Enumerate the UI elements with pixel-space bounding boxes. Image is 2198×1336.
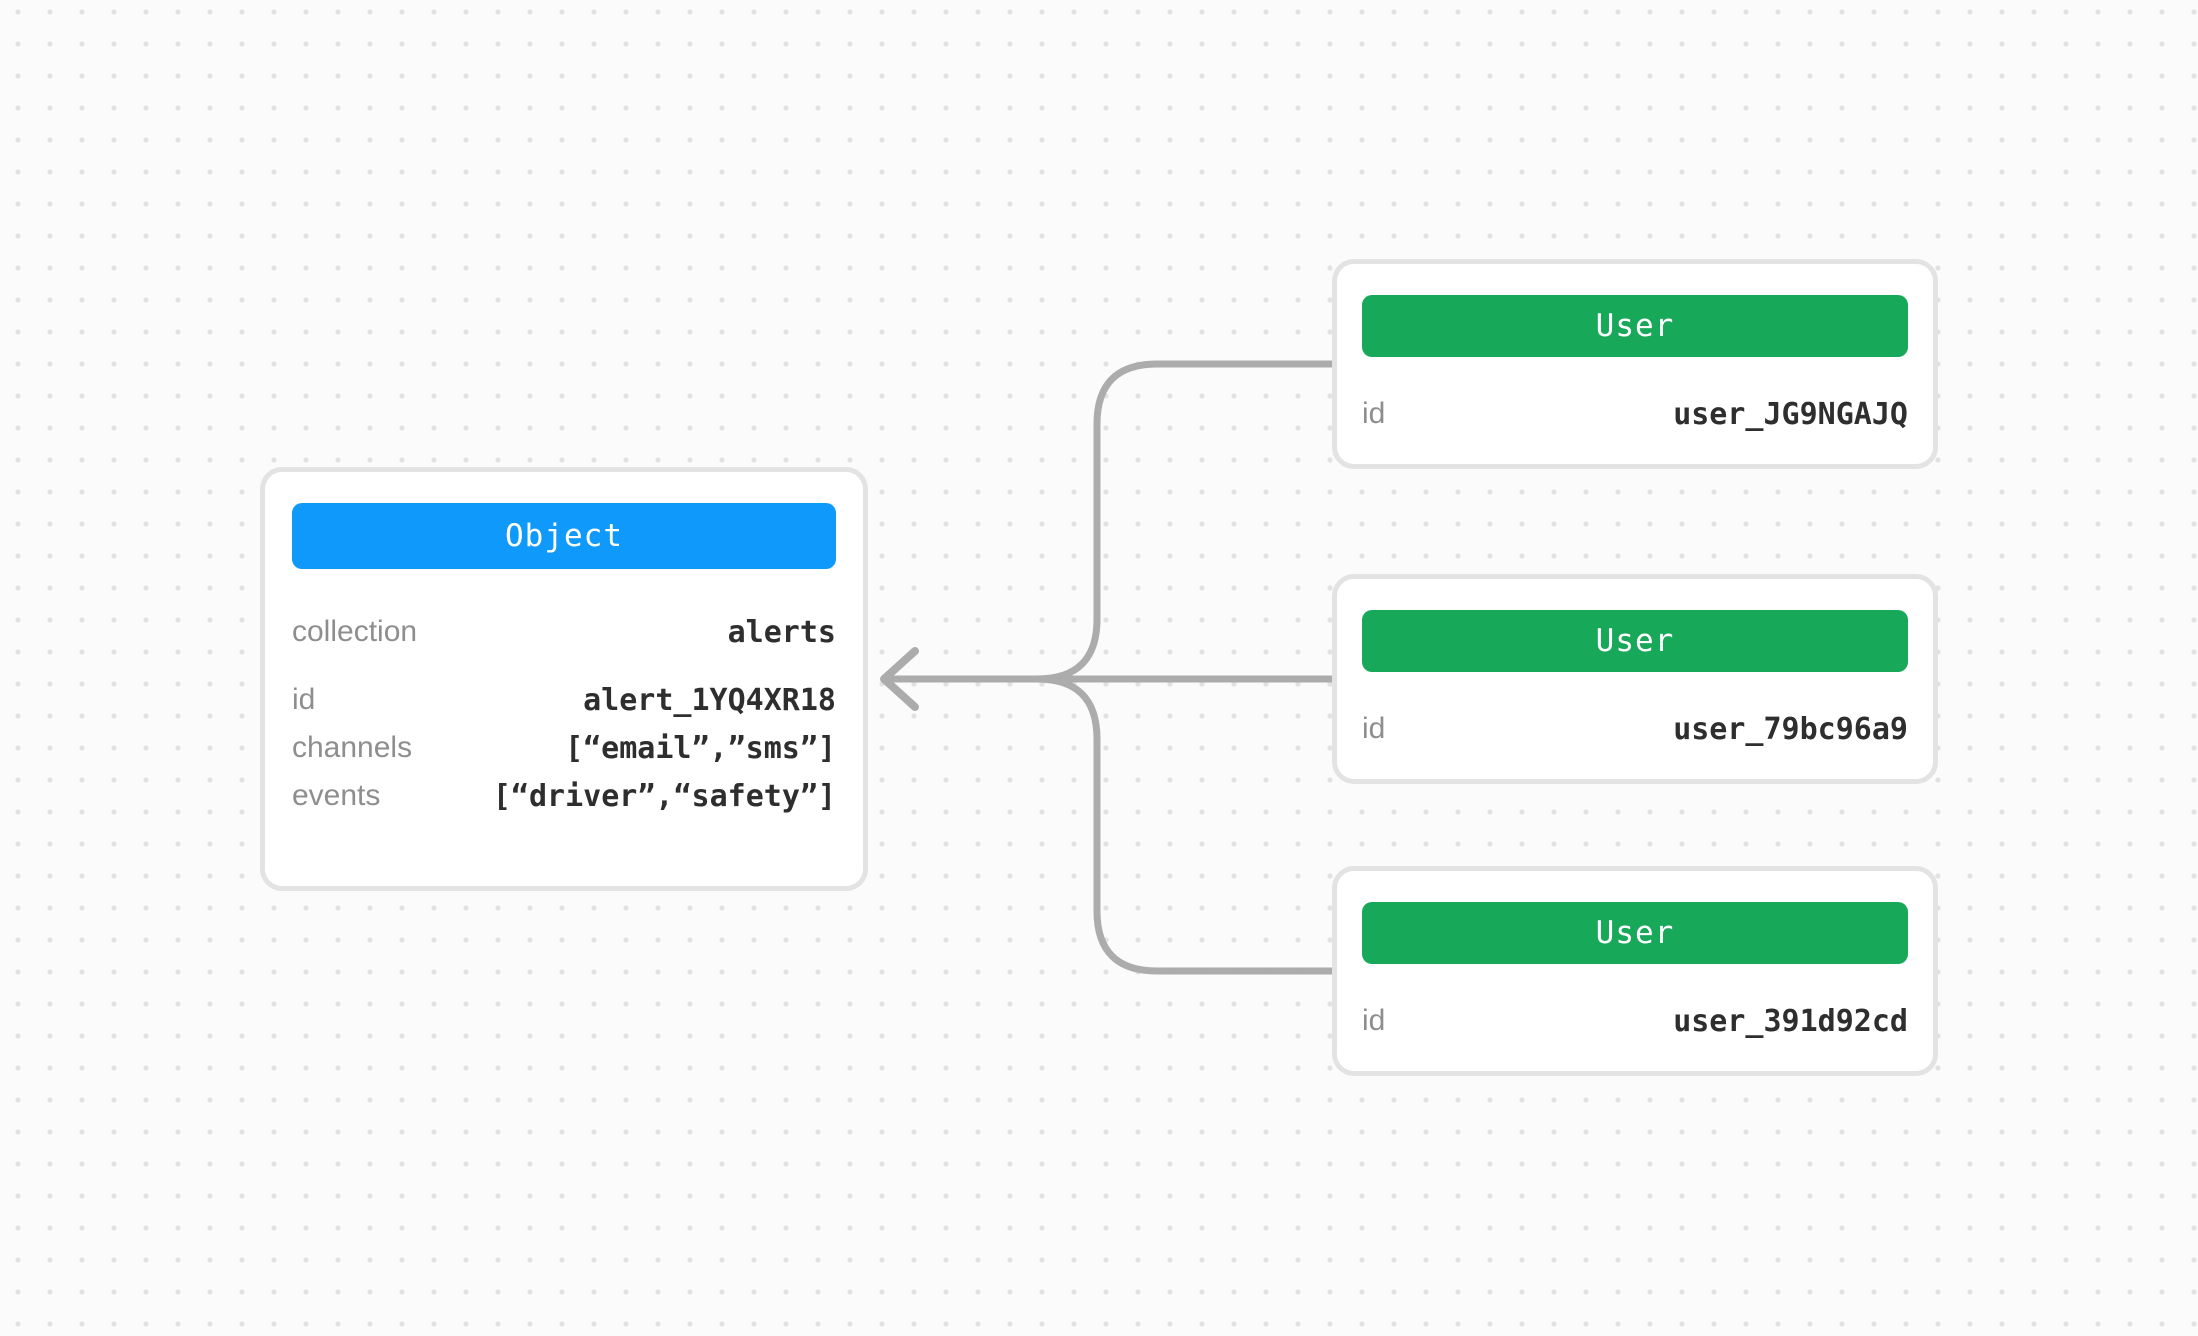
field-row-id: id user_79bc96a9 — [1362, 709, 1908, 749]
field-label-events: events — [292, 779, 381, 812]
user-node-2-title: User — [1595, 623, 1675, 659]
field-value-id: user_79bc96a9 — [1673, 711, 1908, 747]
field-row-id: id user_JG9NGAJQ — [1362, 394, 1908, 434]
field-label-collection: collection — [292, 615, 418, 648]
field-label-id: id — [1362, 712, 1386, 745]
edge-user1-to-object — [1033, 360, 1340, 683]
field-value-id: user_JG9NGAJQ — [1673, 396, 1908, 432]
field-value-channels: [“email”,”sms”] — [565, 730, 836, 766]
field-value-id: user_391d92cd — [1673, 1003, 1908, 1039]
field-row-channels: channels [“email”,”sms”] — [292, 728, 836, 768]
field-value-events: [“driver”,“safety”] — [492, 778, 836, 814]
user-node-1-header[interactable]: User — [1362, 295, 1908, 357]
field-value-collection: alerts — [727, 614, 836, 650]
field-row-events: events [“driver”,“safety”] — [292, 776, 836, 816]
field-row-id: id alert_1YQ4XR18 — [292, 680, 836, 720]
field-value-id: alert_1YQ4XR18 — [583, 682, 836, 718]
object-node-header[interactable]: Object — [292, 503, 836, 569]
field-row-id: id user_391d92cd — [1362, 1001, 1908, 1041]
user-node-2-header[interactable]: User — [1362, 610, 1908, 672]
arrowhead-icon — [880, 647, 919, 711]
object-node-title: Object — [505, 518, 623, 554]
user-node-1[interactable]: User id user_JG9NGAJQ — [1332, 259, 1938, 469]
user-node-2[interactable]: User id user_79bc96a9 — [1332, 574, 1938, 784]
field-label-channels: channels — [292, 731, 413, 764]
user-node-1-title: User — [1595, 308, 1675, 344]
object-node[interactable]: Object collection alerts id alert_1YQ4XR… — [260, 467, 868, 891]
user-node-3[interactable]: User id user_391d92cd — [1332, 866, 1938, 1076]
field-row-collection: collection alerts — [292, 612, 836, 652]
field-label-id: id — [1362, 397, 1386, 430]
edge-user3-to-object — [1033, 675, 1340, 975]
user-node-3-title: User — [1595, 915, 1675, 951]
field-label-id: id — [1362, 1004, 1386, 1037]
user-node-3-header[interactable]: User — [1362, 902, 1908, 964]
field-label-id: id — [292, 683, 316, 716]
